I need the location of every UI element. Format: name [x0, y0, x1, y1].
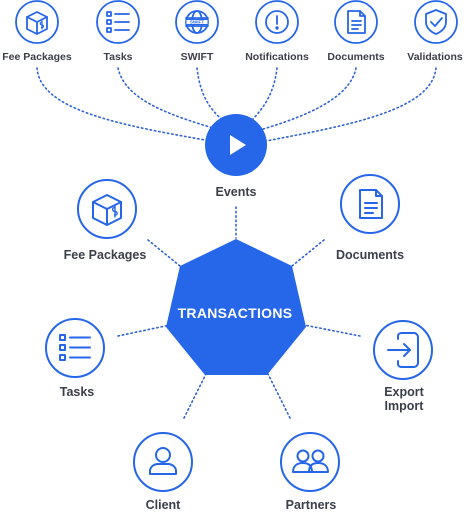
label-tasks: Tasks: [59, 385, 95, 399]
checklist-icon: [59, 334, 91, 361]
top-label-fee-packages: Fee Packages: [2, 51, 72, 63]
svg-text:SWIFT: SWIFT: [190, 20, 204, 25]
swift-globe-icon: SWIFT: [185, 10, 209, 34]
label-export-import: Export Import: [384, 385, 424, 413]
orbit-connectors: [117, 206, 361, 419]
hub-label: TRANSACTIONS: [177, 305, 293, 321]
top-label-validations: Validations: [407, 51, 463, 63]
connector-export-import: [303, 324, 361, 337]
events-node[interactable]: [205, 114, 267, 176]
top-notifications-node[interactable]: [255, 0, 299, 44]
top-label-tasks: Tasks: [103, 51, 133, 63]
top-tasks-node[interactable]: [96, 0, 140, 44]
shield-check-icon: [425, 9, 447, 35]
documents-node[interactable]: [340, 174, 400, 234]
users-icon: [292, 449, 329, 473]
document-icon: [359, 189, 383, 219]
export-import-icon: [387, 332, 419, 368]
connector-documents-top: [259, 67, 357, 131]
tasks-node[interactable]: [45, 318, 105, 378]
connector-tasks-top: [117, 67, 214, 129]
document-icon: [347, 10, 366, 34]
partners-node[interactable]: [280, 432, 340, 492]
exclamation-icon: [265, 10, 289, 34]
play-icon: [230, 135, 246, 155]
label-partners: Partners: [285, 498, 337, 512]
top-validations-node[interactable]: [414, 0, 458, 44]
top-label-swift: SWIFT: [180, 51, 214, 63]
box-dollar-icon: [26, 11, 48, 35]
connector-partners: [267, 373, 291, 419]
client-node[interactable]: [133, 432, 193, 492]
connector-swift-top: [196, 67, 225, 122]
connector-notifications-top: [249, 67, 278, 123]
fee-packages-node[interactable]: [77, 179, 137, 239]
connector-tasks: [117, 324, 171, 337]
label-client: Client: [145, 498, 181, 512]
top-label-documents: Documents: [327, 51, 385, 63]
transactions-hub: [166, 239, 306, 375]
label-documents: Documents: [335, 248, 405, 262]
export-import-node[interactable]: [373, 320, 433, 380]
top-label-notifications: Notifications: [245, 51, 309, 63]
top-documents-node[interactable]: [334, 0, 378, 44]
label-fee-packages: Fee Packages: [63, 248, 147, 262]
checklist-icon: [106, 11, 130, 33]
box-dollar-icon: [92, 194, 122, 226]
events-label: Events: [215, 185, 257, 199]
top-swift-node[interactable]: SWIFT: [175, 0, 219, 44]
top-connectors: [36, 67, 437, 142]
connector-client: [183, 373, 207, 419]
user-icon: [149, 447, 177, 475]
top-fee-packages-node[interactable]: [15, 0, 59, 44]
connector-validations-top: [265, 67, 437, 142]
connector-fee-packages-top: [36, 67, 206, 141]
